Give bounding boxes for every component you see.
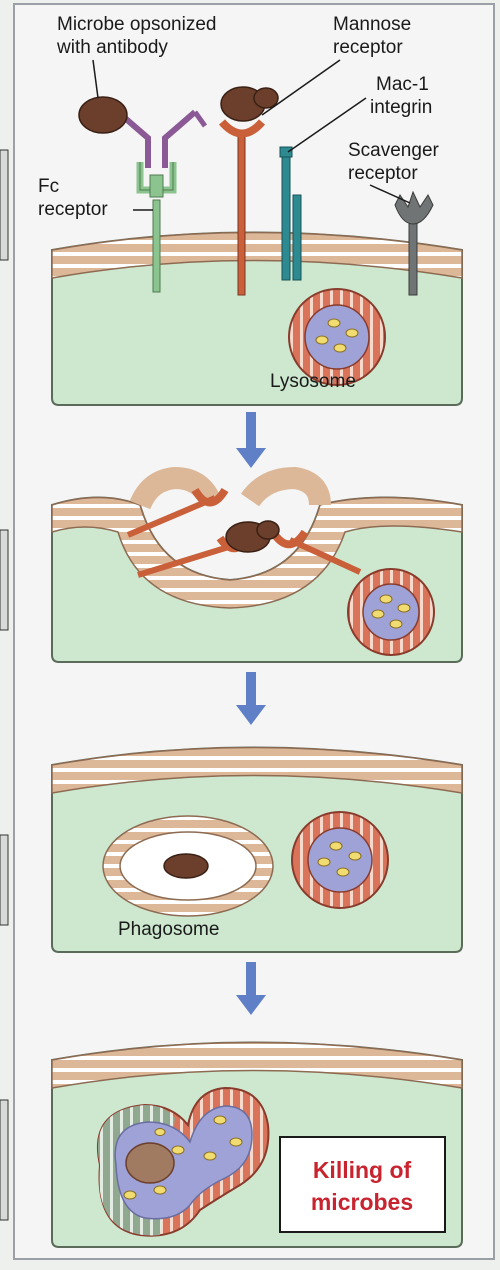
phagosome-label: Phagosome [118, 919, 219, 940]
mac1-label-line1: Mac-1 [376, 74, 429, 95]
phagosome [103, 816, 273, 916]
microbe-label-line2: with antibody [56, 37, 168, 58]
scavenger-label-line1: Scavenger [348, 140, 440, 161]
panel-phagosome: Phagosome [52, 748, 462, 953]
mannose-label-line2: receptor [333, 37, 403, 58]
lysosome [348, 569, 434, 655]
fc-label-line2: receptor [38, 199, 108, 220]
lysosome-label: Lysosome [270, 371, 356, 392]
microbe-label-line1: Microbe opsonized [57, 14, 216, 35]
left-edge-tab [0, 530, 8, 630]
killing-box [280, 1137, 445, 1232]
left-edge-tab [0, 150, 8, 260]
killing-label-line2: microbes [311, 1189, 413, 1215]
panel-killing: Killing of microbes [52, 1043, 462, 1248]
left-edge-tab [0, 835, 8, 925]
left-edge-tab [0, 1100, 8, 1220]
mac1-label-line2: integrin [370, 97, 432, 118]
fc-label-line1: Fc [38, 176, 59, 197]
mannose-label-line1: Mannose [333, 14, 411, 35]
opsonized-microbe [79, 97, 127, 133]
scavenger-label-line2: receptor [348, 163, 418, 184]
lysosome [292, 812, 388, 908]
killing-label-line1: Killing of [313, 1157, 412, 1183]
